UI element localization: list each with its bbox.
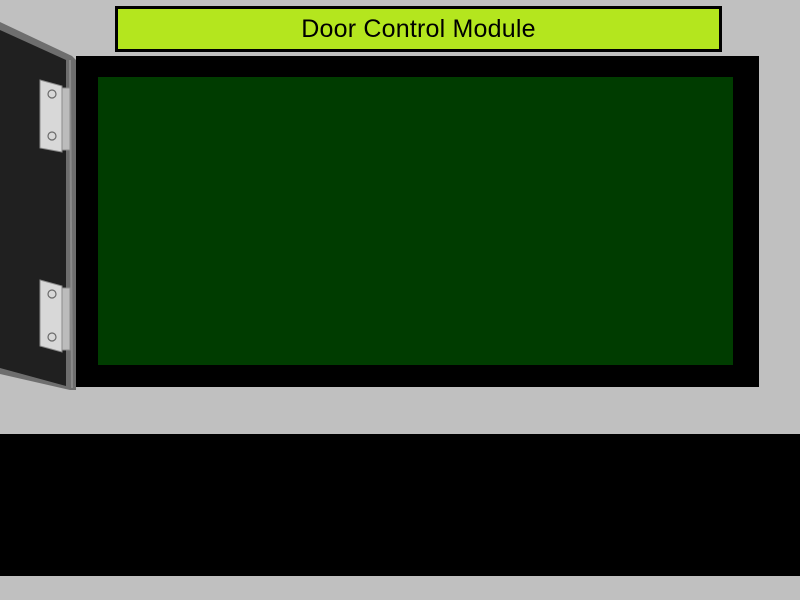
hinge-icon	[39, 79, 71, 153]
message-area	[0, 434, 800, 576]
control-screen[interactable]	[98, 77, 733, 365]
page-title: Door Control Module	[301, 14, 536, 43]
hinge-icon	[39, 279, 71, 353]
control-panel-frame	[76, 56, 759, 387]
title-banner: Door Control Module	[115, 6, 722, 52]
